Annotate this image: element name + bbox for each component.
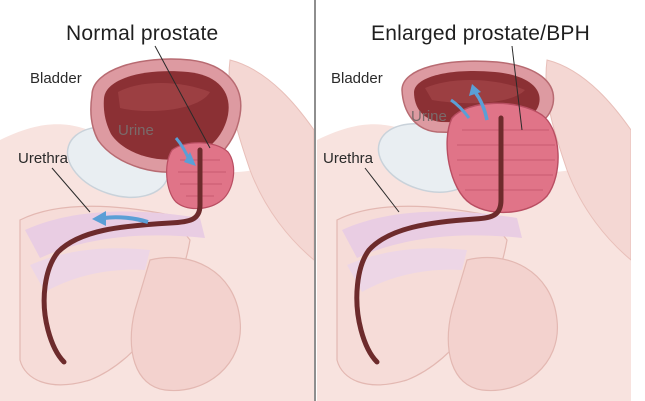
urethra-label: Urethra bbox=[323, 150, 373, 167]
panel-enlarged-prostate: Enlarged prostate/BPH Bladder Urine Uret… bbox=[317, 0, 631, 401]
enlarged-prostate-illustration bbox=[317, 0, 631, 401]
urine-label: Urine bbox=[411, 108, 447, 125]
normal-prostate-illustration bbox=[0, 0, 314, 401]
bladder-label: Bladder bbox=[331, 70, 383, 87]
panel-title: Normal prostate bbox=[66, 22, 218, 46]
panel-divider bbox=[314, 0, 316, 401]
panel-normal-prostate: Normal prostate Bladder Urine Urethra bbox=[0, 0, 314, 401]
panel-title: Enlarged prostate/BPH bbox=[371, 22, 590, 46]
urethra-label: Urethra bbox=[18, 150, 68, 167]
urine-label: Urine bbox=[118, 122, 154, 139]
bladder-label: Bladder bbox=[30, 70, 82, 87]
